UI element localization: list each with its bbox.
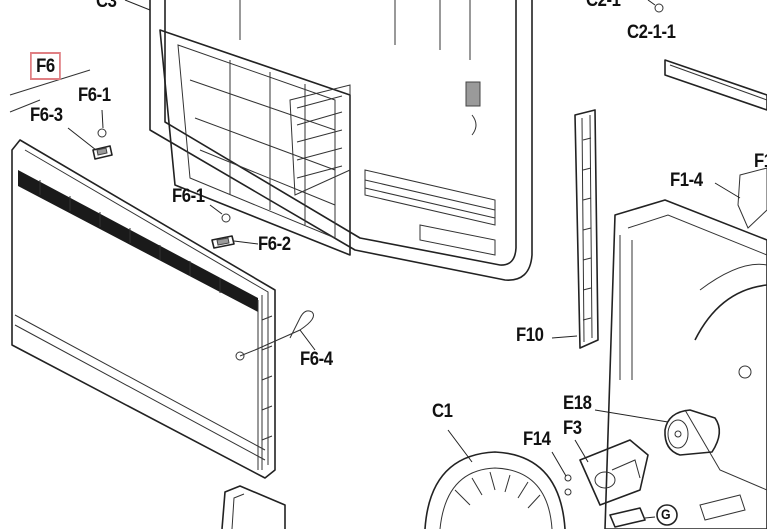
vertical-louver [574,109,599,349]
label-f14: F14 [523,429,551,450]
label-c2-1-1: C2-1-1 [627,22,676,43]
label-f1: F1 [754,151,767,172]
clips [92,128,235,249]
label-f10: F10 [516,325,544,346]
filter-frame [159,29,351,256]
label-g: G [661,506,671,522]
label-f3: F3 [563,418,582,439]
tether-strap [235,310,314,361]
front-panel [9,69,276,479]
label-f1-4: F1-4 [670,170,703,191]
crossflow-fan [424,451,566,529]
main-chassis [604,167,767,529]
bottom-left-part [221,485,286,529]
label-f6-1-mid: F6-1 [172,186,205,207]
label-f6-1-top: F6-1 [78,85,111,106]
small-parts [609,494,746,528]
label-f6-highlighted: F6 [30,52,61,80]
label-f6-2: F6-2 [258,234,291,255]
label-c3: C3 [96,0,117,12]
rear-housing [149,0,533,281]
label-f6-3: F6-3 [30,105,63,126]
label-c1: C1 [432,401,453,422]
motor-bracket [564,439,649,506]
leader-lines [67,0,741,519]
label-e18: E18 [563,393,592,414]
label-c2-1: C2-1 [586,0,621,11]
fan-motor [664,409,721,456]
label-f6-4: F6-4 [300,349,333,370]
top-right-parts [647,0,767,111]
